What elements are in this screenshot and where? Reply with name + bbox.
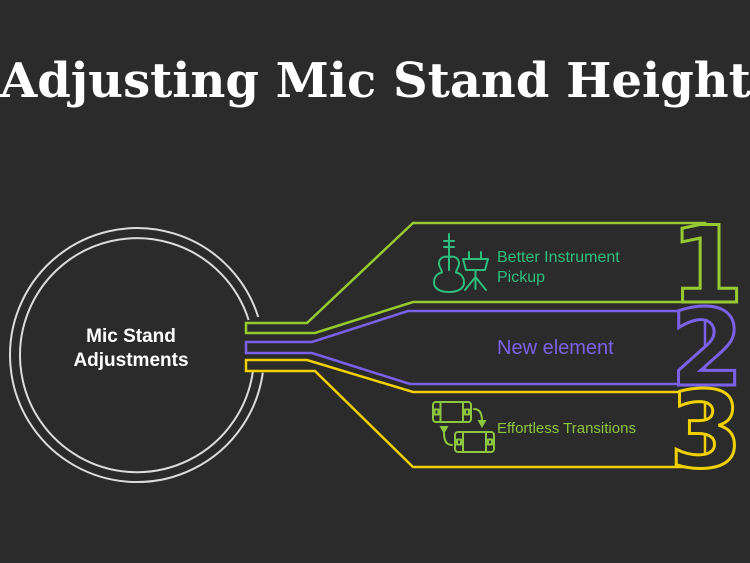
hub-label-line1: Mic Stand xyxy=(86,326,176,347)
item3-number: 3 xyxy=(669,369,743,492)
item2-number: 2 xyxy=(670,287,744,410)
hub-ring-inner xyxy=(19,237,254,474)
hub-circle: Mic Stand Adjustments xyxy=(9,227,264,484)
swap-arrows-icon xyxy=(439,408,487,446)
item1-number: 1 xyxy=(670,204,744,327)
hub-label-line2: Adjustments xyxy=(73,350,188,371)
swap-clips-icon xyxy=(432,401,495,453)
page-title: Adjusting Mic Stand Height xyxy=(0,53,750,109)
double-bass-icon xyxy=(433,233,465,293)
item1-label-line2: Pickup xyxy=(497,269,545,286)
instrument-stand-icon xyxy=(462,251,489,291)
clip-bottom-icon xyxy=(454,431,495,453)
item2-label: New element xyxy=(497,337,614,359)
item3-label: Effortless Transitions xyxy=(497,420,636,437)
hub-ring-outer xyxy=(9,227,264,484)
clip-top-icon xyxy=(432,401,472,423)
item3-ribbon xyxy=(244,358,707,469)
item2-ribbon xyxy=(244,309,707,386)
double-bass-and-stand-icon xyxy=(433,233,489,293)
item1-label-line1: Better Instrument xyxy=(497,249,620,266)
item1-ribbon xyxy=(244,221,707,335)
